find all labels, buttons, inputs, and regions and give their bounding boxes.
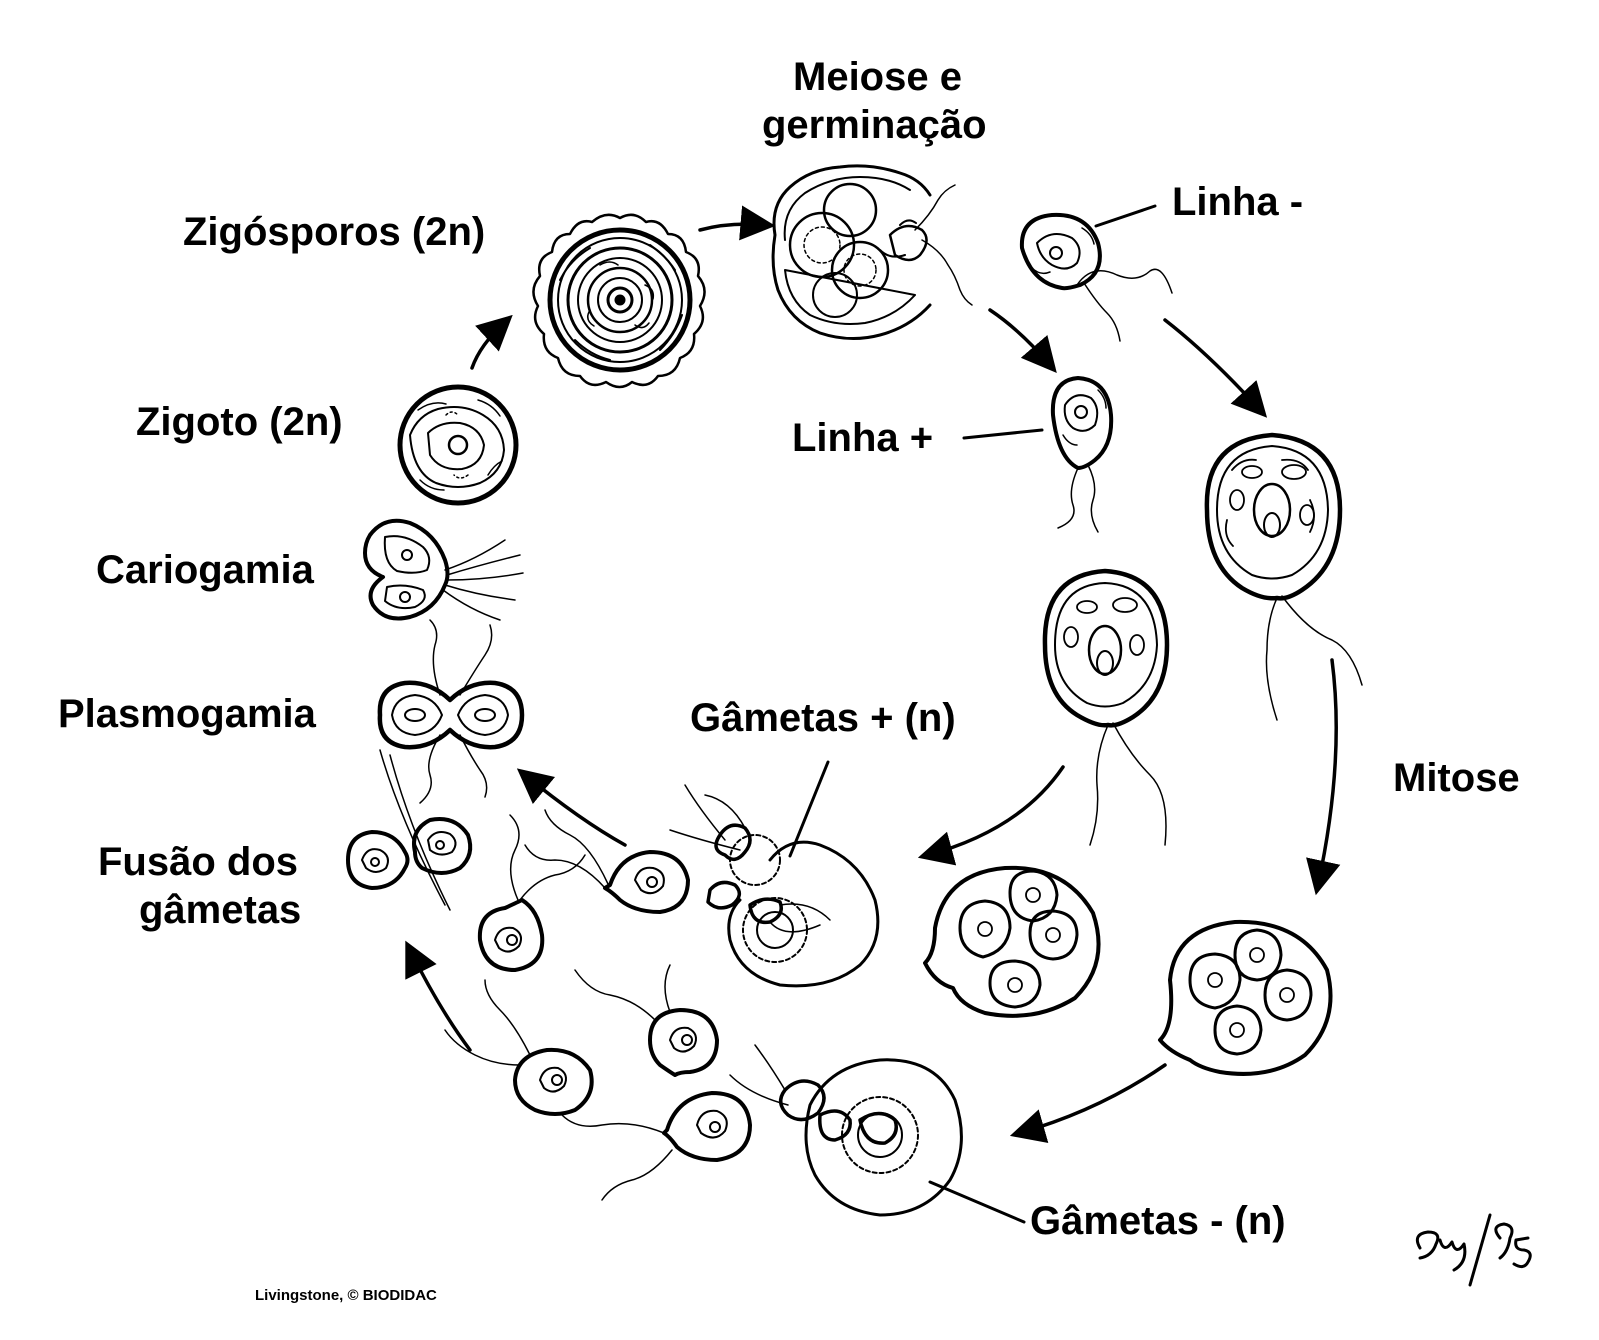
gametes-plus-release: [669, 784, 880, 988]
cycle-arrows: [405, 205, 1341, 1144]
gamete-plus-b: [477, 814, 586, 972]
credit-text: Livingstone, © BIODIDAC: [255, 1287, 437, 1304]
vegetative-cell-right: [1204, 432, 1363, 721]
zygote: [397, 384, 519, 506]
four-gamete-sporangium-middle: [923, 865, 1101, 1018]
vegetative-cell-middle: [1042, 568, 1170, 846]
label-zigoto: Zigoto (2n): [136, 400, 343, 444]
karyogamy-cell: [363, 518, 524, 621]
gamete-minus-c: [444, 979, 594, 1116]
linha-plus-cell: [1050, 376, 1114, 533]
label-zigosporos: Zigósporos (2n): [183, 210, 486, 254]
label-mitose: Mitose: [1393, 756, 1520, 800]
plasmogamy-cells: [377, 619, 525, 804]
zygospore: [532, 213, 706, 389]
arrow-right-cell-to-gametas-minus: [1009, 1063, 1167, 1144]
label-gametas-plus: Gâmetas + (n): [690, 696, 956, 740]
label-cariogamia: Cariogamia: [96, 548, 314, 592]
germinating-zygospore: [771, 164, 973, 340]
arrow-meiose-to-linha-plus: [988, 308, 1057, 373]
label-plasmogamia: Plasmogamia: [58, 692, 316, 736]
arrow-gametas-minus-to-fusao: [405, 940, 472, 1052]
label-fusao-line1: Fusão dos: [98, 840, 299, 884]
four-gamete-sporangium-right: [1158, 919, 1333, 1076]
label-linha-minus: Linha -: [1172, 180, 1304, 224]
label-meiose-line2: germinação: [762, 103, 987, 147]
gamete-plus-a: [524, 809, 690, 914]
artist-signature: [1415, 1213, 1532, 1287]
gamete-minus-b: [574, 964, 719, 1077]
gamete-minus-a: [561, 1091, 752, 1201]
leader-lines: [788, 204, 1157, 1224]
label-meiose-line1: Meiose e: [793, 55, 962, 99]
gamete-fusion-cells: [346, 749, 473, 911]
arrow-linha-minus-to-cell: [1163, 318, 1268, 418]
label-linha-plus: Linha +: [792, 416, 934, 460]
label-gametas-minus: Gâmetas - (n): [1030, 1199, 1286, 1243]
arrow-mitose-down: [1306, 658, 1341, 896]
label-fusao-line2: gâmetas: [139, 888, 302, 932]
arrow-linha-plus-cell-to-gametas-plus: [917, 765, 1065, 866]
arrow-zigoto-to-zigosporo: [470, 314, 513, 370]
linha-minus-cell: [1019, 212, 1173, 342]
gametes-minus-release: [729, 1044, 963, 1217]
arrow-zigosporo-to-meiose: [698, 205, 776, 241]
arrow-gametas-plus-to-plasmogamia: [516, 768, 627, 847]
